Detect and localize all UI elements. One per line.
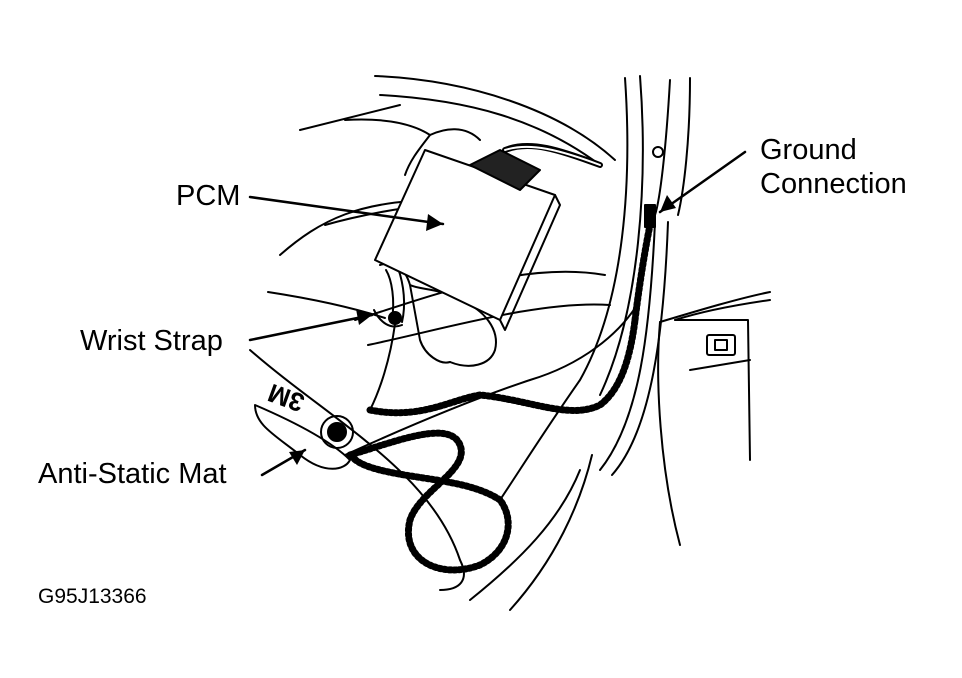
label-ground-line2: Connection (760, 168, 907, 200)
figure-code: G95J13366 (38, 585, 147, 608)
coiled-cord (346, 221, 654, 574)
label-wrist-strap: Wrist Strap (80, 325, 223, 357)
pcm-module (374, 142, 603, 331)
wrist-strap (369, 309, 403, 411)
label-pcm: PCM (176, 180, 241, 212)
seat-console (657, 291, 771, 546)
leader-lines (248, 150, 747, 477)
ground-clip (644, 146, 664, 228)
mat (254, 299, 641, 470)
label-ground-line1: Ground (760, 134, 857, 166)
label-anti-static-mat: Anti-Static Mat (38, 458, 227, 490)
door-frame (249, 75, 691, 611)
